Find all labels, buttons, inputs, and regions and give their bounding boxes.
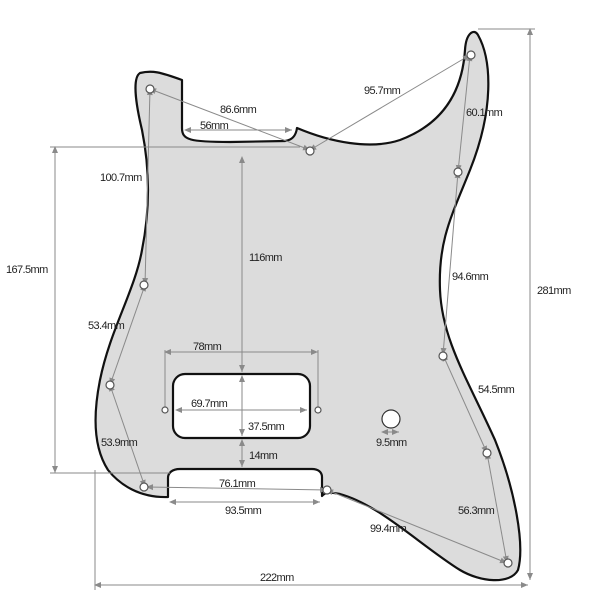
screw-hole-left-mid xyxy=(105,380,115,390)
screw-hole-bottom-right xyxy=(503,558,513,568)
dimension-lines xyxy=(50,28,535,590)
label-93-5: 93.5mm xyxy=(225,505,262,517)
pickup-mount-hole-right xyxy=(314,406,322,414)
label-37-5: 37.5mm xyxy=(248,421,285,433)
label-116: 116mm xyxy=(249,252,282,264)
dimension-labels: 86.6mm 56mm 95.7mm 60.1mm 100.7mm 167.5m… xyxy=(6,85,572,584)
screw-hole-bottom-mid xyxy=(322,485,332,495)
label-100-7: 100.7mm xyxy=(100,172,142,184)
label-9-5: 9.5mm xyxy=(376,437,407,449)
screw-hole-top-left xyxy=(145,84,155,94)
screw-hole-neck xyxy=(305,146,315,156)
pickguard-outline xyxy=(94,30,522,582)
screw-hole-right-mid xyxy=(438,351,448,361)
jack-hole xyxy=(381,409,401,429)
label-56-3: 56.3mm xyxy=(458,505,495,517)
label-99-4: 99.4mm xyxy=(370,523,407,535)
pickup-mount-hole-left xyxy=(161,406,169,414)
label-167-5: 167.5mm xyxy=(6,264,48,276)
screw-hole-horn xyxy=(466,50,476,60)
label-76-1: 76.1mm xyxy=(219,478,256,490)
label-222: 222mm xyxy=(260,572,294,584)
label-78: 78mm xyxy=(193,341,222,353)
label-60-1: 60.1mm xyxy=(466,107,503,119)
screw-hole-bottom-left xyxy=(139,482,149,492)
screw-holes xyxy=(105,50,513,568)
label-86-6: 86.6mm xyxy=(220,104,257,116)
label-14: 14mm xyxy=(249,450,278,462)
label-54-5: 54.5mm xyxy=(478,384,515,396)
label-56: 56mm xyxy=(200,120,229,132)
label-69-7: 69.7mm xyxy=(191,398,228,410)
screw-hole-left-upper xyxy=(139,280,149,290)
label-53-4: 53.4mm xyxy=(88,320,125,332)
label-281: 281mm xyxy=(537,285,571,297)
label-94-6: 94.6mm xyxy=(452,271,489,283)
label-95-7: 95.7mm xyxy=(364,85,401,97)
label-53-9: 53.9mm xyxy=(101,437,138,449)
screw-hole-right-upper xyxy=(453,167,463,177)
screw-hole-right-lower xyxy=(482,448,492,458)
